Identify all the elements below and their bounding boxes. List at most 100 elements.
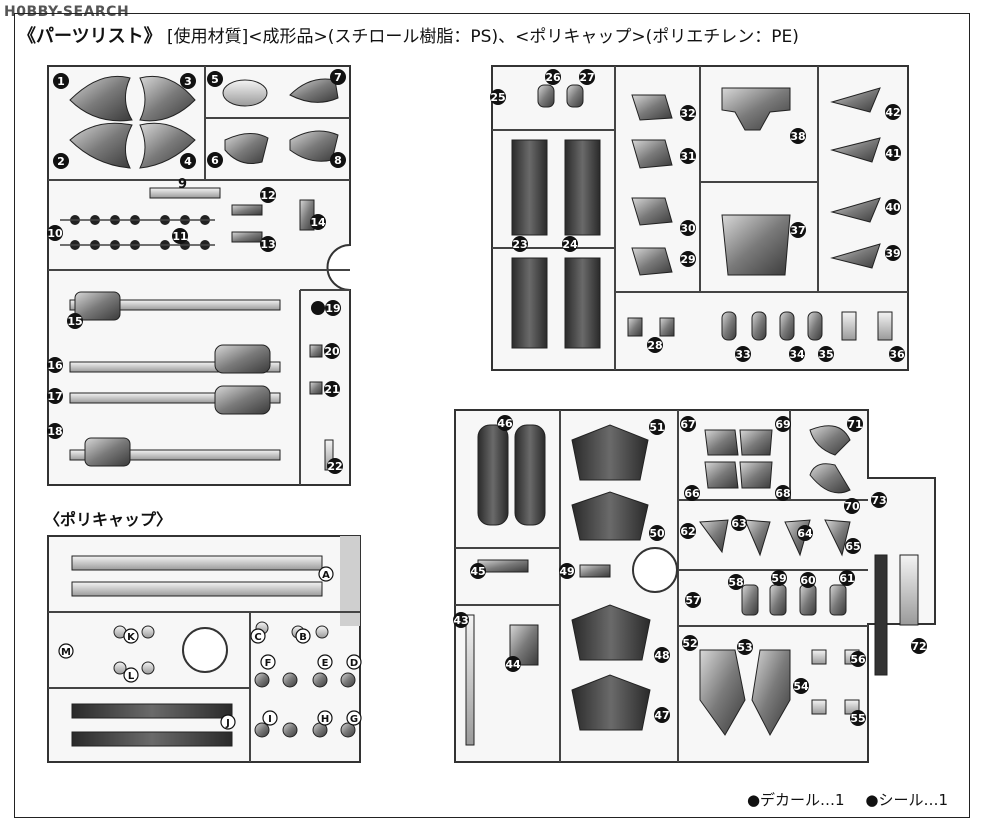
svg-text:10: 10	[47, 227, 63, 240]
svg-text:15: 15	[67, 315, 82, 328]
part-marker-53: 53	[737, 639, 753, 655]
part-marker-28: 28	[647, 337, 663, 353]
svg-text:73: 73	[871, 494, 886, 507]
poly-marker-C: C	[250, 628, 266, 644]
part-marker-9: 9	[178, 177, 187, 192]
parts-list-header: 《パーツリスト》 [使用材質]<成形品>(スチロール樹脂：PS)、<ポリキャップ…	[18, 22, 799, 48]
part-marker-71: 71	[847, 416, 863, 432]
part-marker-18: 18	[47, 423, 63, 439]
svg-text:31: 31	[680, 150, 695, 163]
svg-text:25: 25	[490, 91, 505, 104]
svg-text:58: 58	[728, 576, 743, 589]
part-marker-5: 5	[207, 71, 223, 87]
part-marker-52: 52	[682, 635, 698, 651]
svg-text:G: G	[350, 714, 358, 725]
svg-text:43: 43	[453, 614, 468, 627]
part-marker-64: 64	[797, 525, 813, 541]
part-marker-59: 59	[771, 570, 787, 586]
svg-text:41: 41	[885, 147, 900, 160]
part-marker-3: 3	[180, 73, 196, 89]
sprue-top-left	[47, 65, 351, 486]
svg-text:67: 67	[680, 418, 695, 431]
part-marker-7: 7	[330, 69, 346, 85]
svg-text:A: A	[322, 570, 330, 581]
part-marker-8: 8	[330, 152, 346, 168]
poly-marker-G: G	[346, 710, 362, 726]
svg-text:L: L	[128, 671, 135, 682]
svg-text:52: 52	[682, 637, 697, 650]
part-marker-30: 30	[680, 220, 696, 236]
seal-count: ●シール…1	[865, 791, 948, 809]
svg-text:45: 45	[470, 565, 485, 578]
svg-text:2: 2	[57, 155, 65, 168]
svg-text:27: 27	[579, 71, 594, 84]
sprue-top-right	[491, 65, 909, 371]
svg-text:C: C	[254, 632, 261, 643]
poly-marker-B: B	[295, 628, 311, 644]
svg-text:44: 44	[505, 658, 521, 671]
part-marker-58: 58	[728, 574, 744, 590]
page-frame	[14, 13, 970, 818]
svg-text:66: 66	[684, 487, 700, 500]
poly-marker-F: F	[260, 654, 276, 670]
svg-text:J: J	[225, 718, 230, 729]
svg-text:18: 18	[47, 425, 62, 438]
part-marker-19: 19	[325, 300, 341, 316]
svg-text:22: 22	[327, 460, 342, 473]
poly-marker-K: K	[123, 628, 139, 644]
part-marker-34: 34	[789, 346, 805, 362]
part-marker-36: 36	[889, 346, 905, 362]
part-marker-2: 2	[53, 153, 69, 169]
svg-text:64: 64	[797, 527, 813, 540]
svg-text:20: 20	[324, 345, 340, 358]
part-marker-21: 21	[324, 381, 340, 397]
part-marker-17: 17	[47, 388, 63, 404]
part-marker-22: 22	[327, 458, 343, 474]
svg-text:54: 54	[793, 680, 809, 693]
part-marker-37: 37	[790, 222, 806, 238]
part-marker-25: 25	[490, 89, 506, 105]
part-marker-44: 44	[505, 656, 521, 672]
part-marker-57: 57	[685, 592, 701, 608]
svg-text:33: 33	[735, 348, 750, 361]
svg-text:57: 57	[685, 594, 700, 607]
svg-text:65: 65	[845, 540, 860, 553]
part-marker-68: 68	[775, 485, 791, 501]
part-marker-56: 56	[850, 651, 866, 667]
poly-marker-J: J	[220, 714, 236, 730]
part-marker-12: 12	[260, 187, 276, 203]
svg-text:48: 48	[654, 649, 669, 662]
svg-text:36: 36	[889, 348, 905, 361]
svg-text:32: 32	[680, 107, 695, 120]
part-marker-40: 40	[885, 199, 901, 215]
part-marker-39: 39	[885, 245, 901, 261]
part-marker-23: 23	[512, 236, 528, 252]
svg-text:4: 4	[184, 155, 192, 168]
part-marker-72: 72	[911, 638, 927, 654]
part-marker-47: 47	[654, 707, 670, 723]
parts-list-title: 《パーツリスト》	[18, 26, 162, 47]
poly-marker-L: L	[123, 667, 139, 683]
svg-text:26: 26	[545, 71, 561, 84]
svg-text:I: I	[268, 714, 272, 725]
part-marker-48: 48	[654, 647, 670, 663]
part-marker-61: 61	[839, 570, 855, 586]
sprue-bottom-right	[454, 409, 936, 763]
svg-text:46: 46	[497, 417, 513, 430]
part-marker-45: 45	[470, 563, 486, 579]
materials-note: [使用材質]<成形品>(スチロール樹脂：PS)、<ポリキャップ>(ポリエチレン：…	[167, 27, 799, 47]
part-marker-27: 27	[579, 69, 595, 85]
svg-text:1: 1	[57, 75, 65, 88]
part-marker-73: 73	[871, 492, 887, 508]
svg-text:12: 12	[260, 189, 275, 202]
part-marker-26: 26	[545, 69, 561, 85]
part-marker-46: 46	[497, 415, 513, 431]
sprue-polycap	[47, 535, 361, 763]
part-marker-43: 43	[453, 612, 469, 628]
svg-text:K: K	[127, 632, 136, 643]
part-marker-54: 54	[793, 678, 809, 694]
part-marker-69: 69	[775, 416, 791, 432]
svg-text:5: 5	[211, 73, 219, 86]
svg-text:29: 29	[680, 253, 695, 266]
part-marker-6: 6	[207, 152, 223, 168]
